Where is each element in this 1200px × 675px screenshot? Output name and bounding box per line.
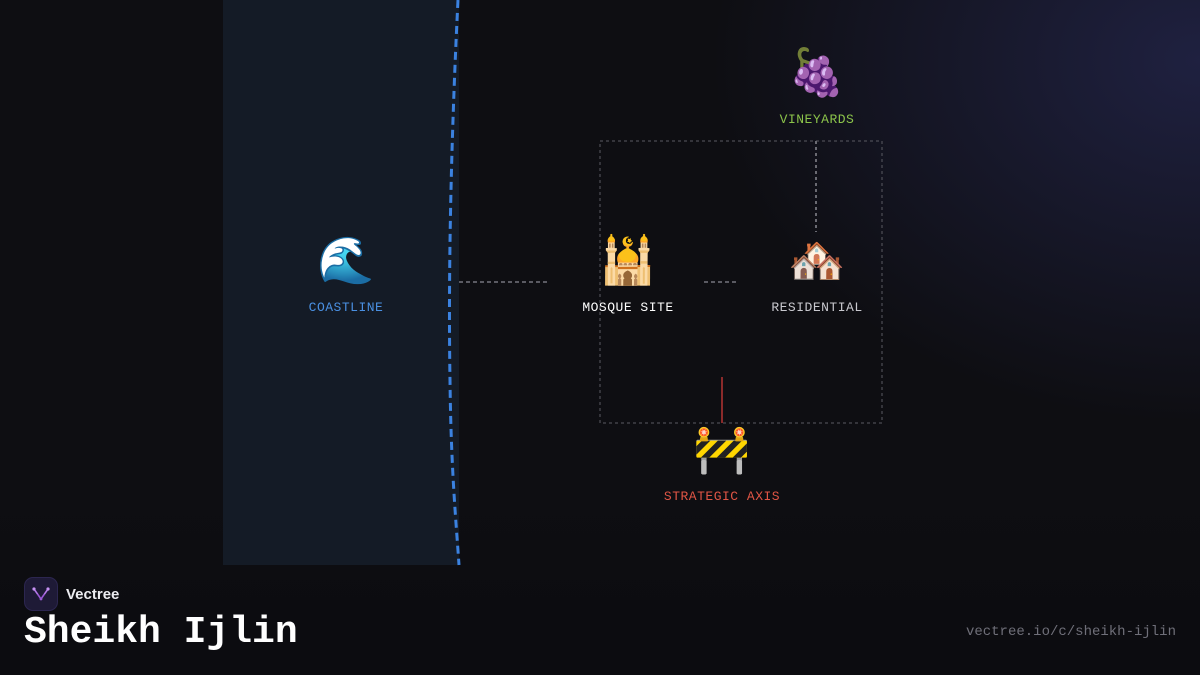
houses-icon: 🏘️ bbox=[788, 238, 846, 290]
node-strategic-axis-label: STRATEGIC AXIS bbox=[663, 489, 781, 504]
wave-icon: 🌊 bbox=[317, 238, 375, 290]
barrier-icon: 🚧 bbox=[693, 427, 751, 479]
mosque-icon: 🕌 bbox=[599, 238, 657, 290]
coastline-boundary bbox=[447, 0, 461, 566]
node-vineyards[interactable]: 🍇 VINEYARDS bbox=[717, 48, 917, 127]
node-coastline-label: COASTLINE bbox=[308, 300, 384, 315]
node-coastline[interactable]: 🌊 COASTLINE bbox=[246, 236, 446, 315]
node-residential-label: RESIDENTIAL bbox=[771, 300, 863, 315]
vectree-logo-icon bbox=[24, 577, 58, 611]
brand-name: Vectree bbox=[66, 585, 120, 603]
node-mosque-site[interactable]: 🕌 MOSQUE SITE bbox=[528, 236, 728, 315]
node-vineyards-label: VINEYARDS bbox=[779, 112, 855, 127]
zone-boundary bbox=[599, 140, 883, 424]
node-mosque-site-label: MOSQUE SITE bbox=[582, 300, 674, 315]
grapes-icon: 🍇 bbox=[788, 50, 846, 102]
page-url[interactable]: vectree.io/c/sheikh-ijlin bbox=[965, 624, 1176, 640]
node-strategic-axis[interactable]: 🚧 STRATEGIC AXIS bbox=[622, 425, 822, 504]
brand[interactable]: Vectree bbox=[24, 577, 119, 611]
coastline-zone bbox=[223, 0, 459, 565]
node-residential[interactable]: 🏘️ RESIDENTIAL bbox=[717, 236, 917, 315]
page-title: Sheikh Ijlin bbox=[24, 611, 298, 654]
